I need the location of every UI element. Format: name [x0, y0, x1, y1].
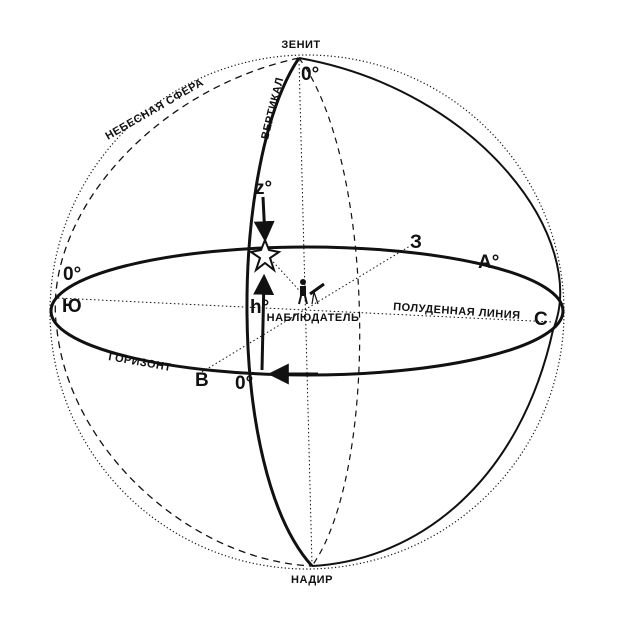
celestial-sphere-label: НЕБЕСНАЯ СФЕРА — [104, 77, 206, 143]
observer-label: НАБЛЮДАТЕЛЬ — [267, 312, 360, 324]
altitude-label: h° — [250, 297, 269, 318]
nadir-label: НАДИР — [291, 574, 333, 586]
meridian-line — [57, 297, 554, 323]
vertical-circle-front — [245, 57, 314, 568]
vertical-circle-back — [298, 57, 361, 567]
north-label: С — [534, 309, 548, 330]
zenith-nadir-axis — [298, 59, 313, 565]
zenith-distance-arrow — [253, 196, 275, 243]
meridian-line-label: ПОЛУДЕННАЯ ЛИНИЯ — [393, 301, 521, 322]
zero-horizon-label: 0° — [235, 373, 253, 394]
east-west-line — [201, 245, 411, 373]
zenith-distance-label: z° — [255, 178, 272, 199]
star-icon — [248, 237, 282, 273]
observer-icon — [298, 279, 325, 305]
zero-zenith-label: 0° — [301, 64, 319, 85]
west-label: З — [410, 232, 422, 253]
meridian-back-arc — [54, 57, 313, 567]
zero-south-label: 0° — [63, 264, 81, 285]
altitude-arrow — [253, 273, 275, 371]
south-label: Ю — [62, 296, 82, 317]
azimuth-label: A° — [478, 252, 499, 273]
horizon-label: ГОРИЗОНТ — [107, 351, 172, 374]
vertical-label: ВЕРТИКАЛ — [259, 76, 286, 141]
zenith-label: ЗЕНИТ — [281, 39, 320, 51]
east-label: В — [195, 370, 209, 391]
